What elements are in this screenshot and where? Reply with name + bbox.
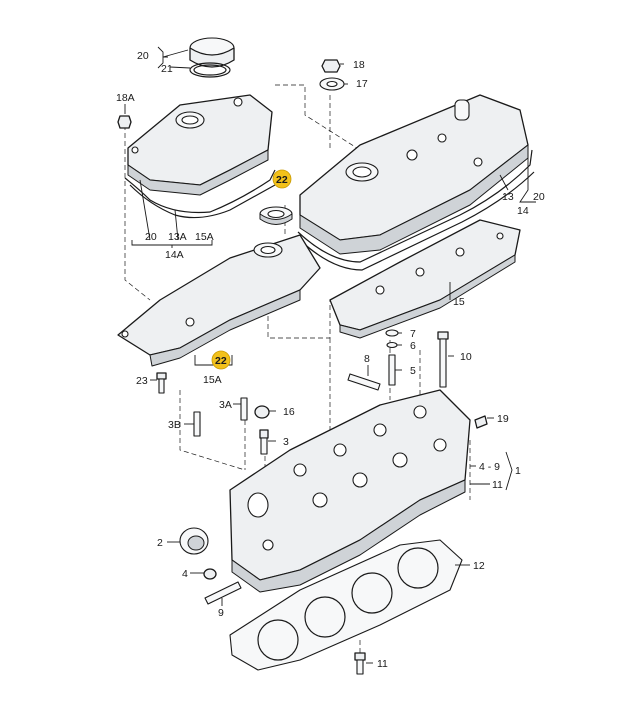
cover-baffle-14a [117,234,321,367]
stud-3a [240,397,248,421]
label-14a: 14A [165,249,184,261]
label-20-right: 20 [533,191,545,203]
stud-5 [388,354,396,386]
highlight-marker-22-bottom [211,350,231,370]
label-10: 10 [460,351,472,363]
label-2: 2 [157,537,163,549]
bearing-plate-15 [329,219,521,339]
part-labels: 20 21 18 17 18A 22 13 20 14 20 13A 15A 1… [116,50,545,670]
label-19: 19 [497,413,509,425]
label-8: 8 [364,353,370,365]
label-15a-bottom: 15A [203,374,222,386]
label-13a: 13A [168,231,187,243]
label-20-top: 20 [137,50,149,62]
label-1: 1 [515,465,521,477]
nut-18 [321,59,341,73]
label-20-left: 20 [145,231,157,243]
label-22-bottom: 22 [215,355,227,367]
label-3a: 3A [219,399,232,411]
cylinder-head [229,389,471,593]
label-3: 3 [283,436,289,448]
bolt-10 [437,331,449,388]
bolt-23 [156,372,167,394]
label-3b: 3B [168,419,181,431]
stud-9 [204,581,242,605]
label-14-right: 14 [517,205,529,217]
label-4: 4 [182,568,188,580]
label-12: 12 [473,560,485,572]
head-gasket-12 [229,539,463,671]
right-cover-gasket [297,149,535,271]
label-23: 23 [136,375,148,387]
shaft-seal-2 [179,527,209,555]
label-15a-left: 15A [195,231,214,243]
oil-filler-cap [189,37,235,78]
bolt-3b [193,411,201,437]
label-7: 7 [410,328,416,340]
label-11-bottom: 11 [377,658,388,670]
label-18a: 18A [116,92,135,104]
label-17: 17 [356,78,368,90]
left-cylinder-head-cover [127,94,273,196]
washer-17 [319,77,345,91]
label-11-right: 11 [492,479,503,491]
washer-6 [386,341,398,349]
label-16: 16 [283,406,295,418]
plug-4 [203,568,217,580]
right-cylinder-head-cover [299,94,529,255]
stud-8 [347,373,381,391]
stud-3 [259,429,269,455]
highlight-marker-22-top [272,169,292,189]
label-13-right: 13 [502,191,514,203]
label-15: 15 [453,296,465,308]
label-22-top: 22 [276,174,288,186]
bolt-11 [354,652,366,675]
label-4-9: 4 - 9 [479,461,500,473]
plug-19 [474,415,488,429]
label-18: 18 [353,59,365,71]
label-5: 5 [410,365,416,377]
washer-7 [385,329,399,337]
plug-16 [254,405,270,419]
label-21: 21 [161,63,173,75]
label-9: 9 [218,607,224,619]
label-6: 6 [410,340,416,352]
bolt-18a [117,115,132,129]
seal-ring-22 [259,206,293,225]
